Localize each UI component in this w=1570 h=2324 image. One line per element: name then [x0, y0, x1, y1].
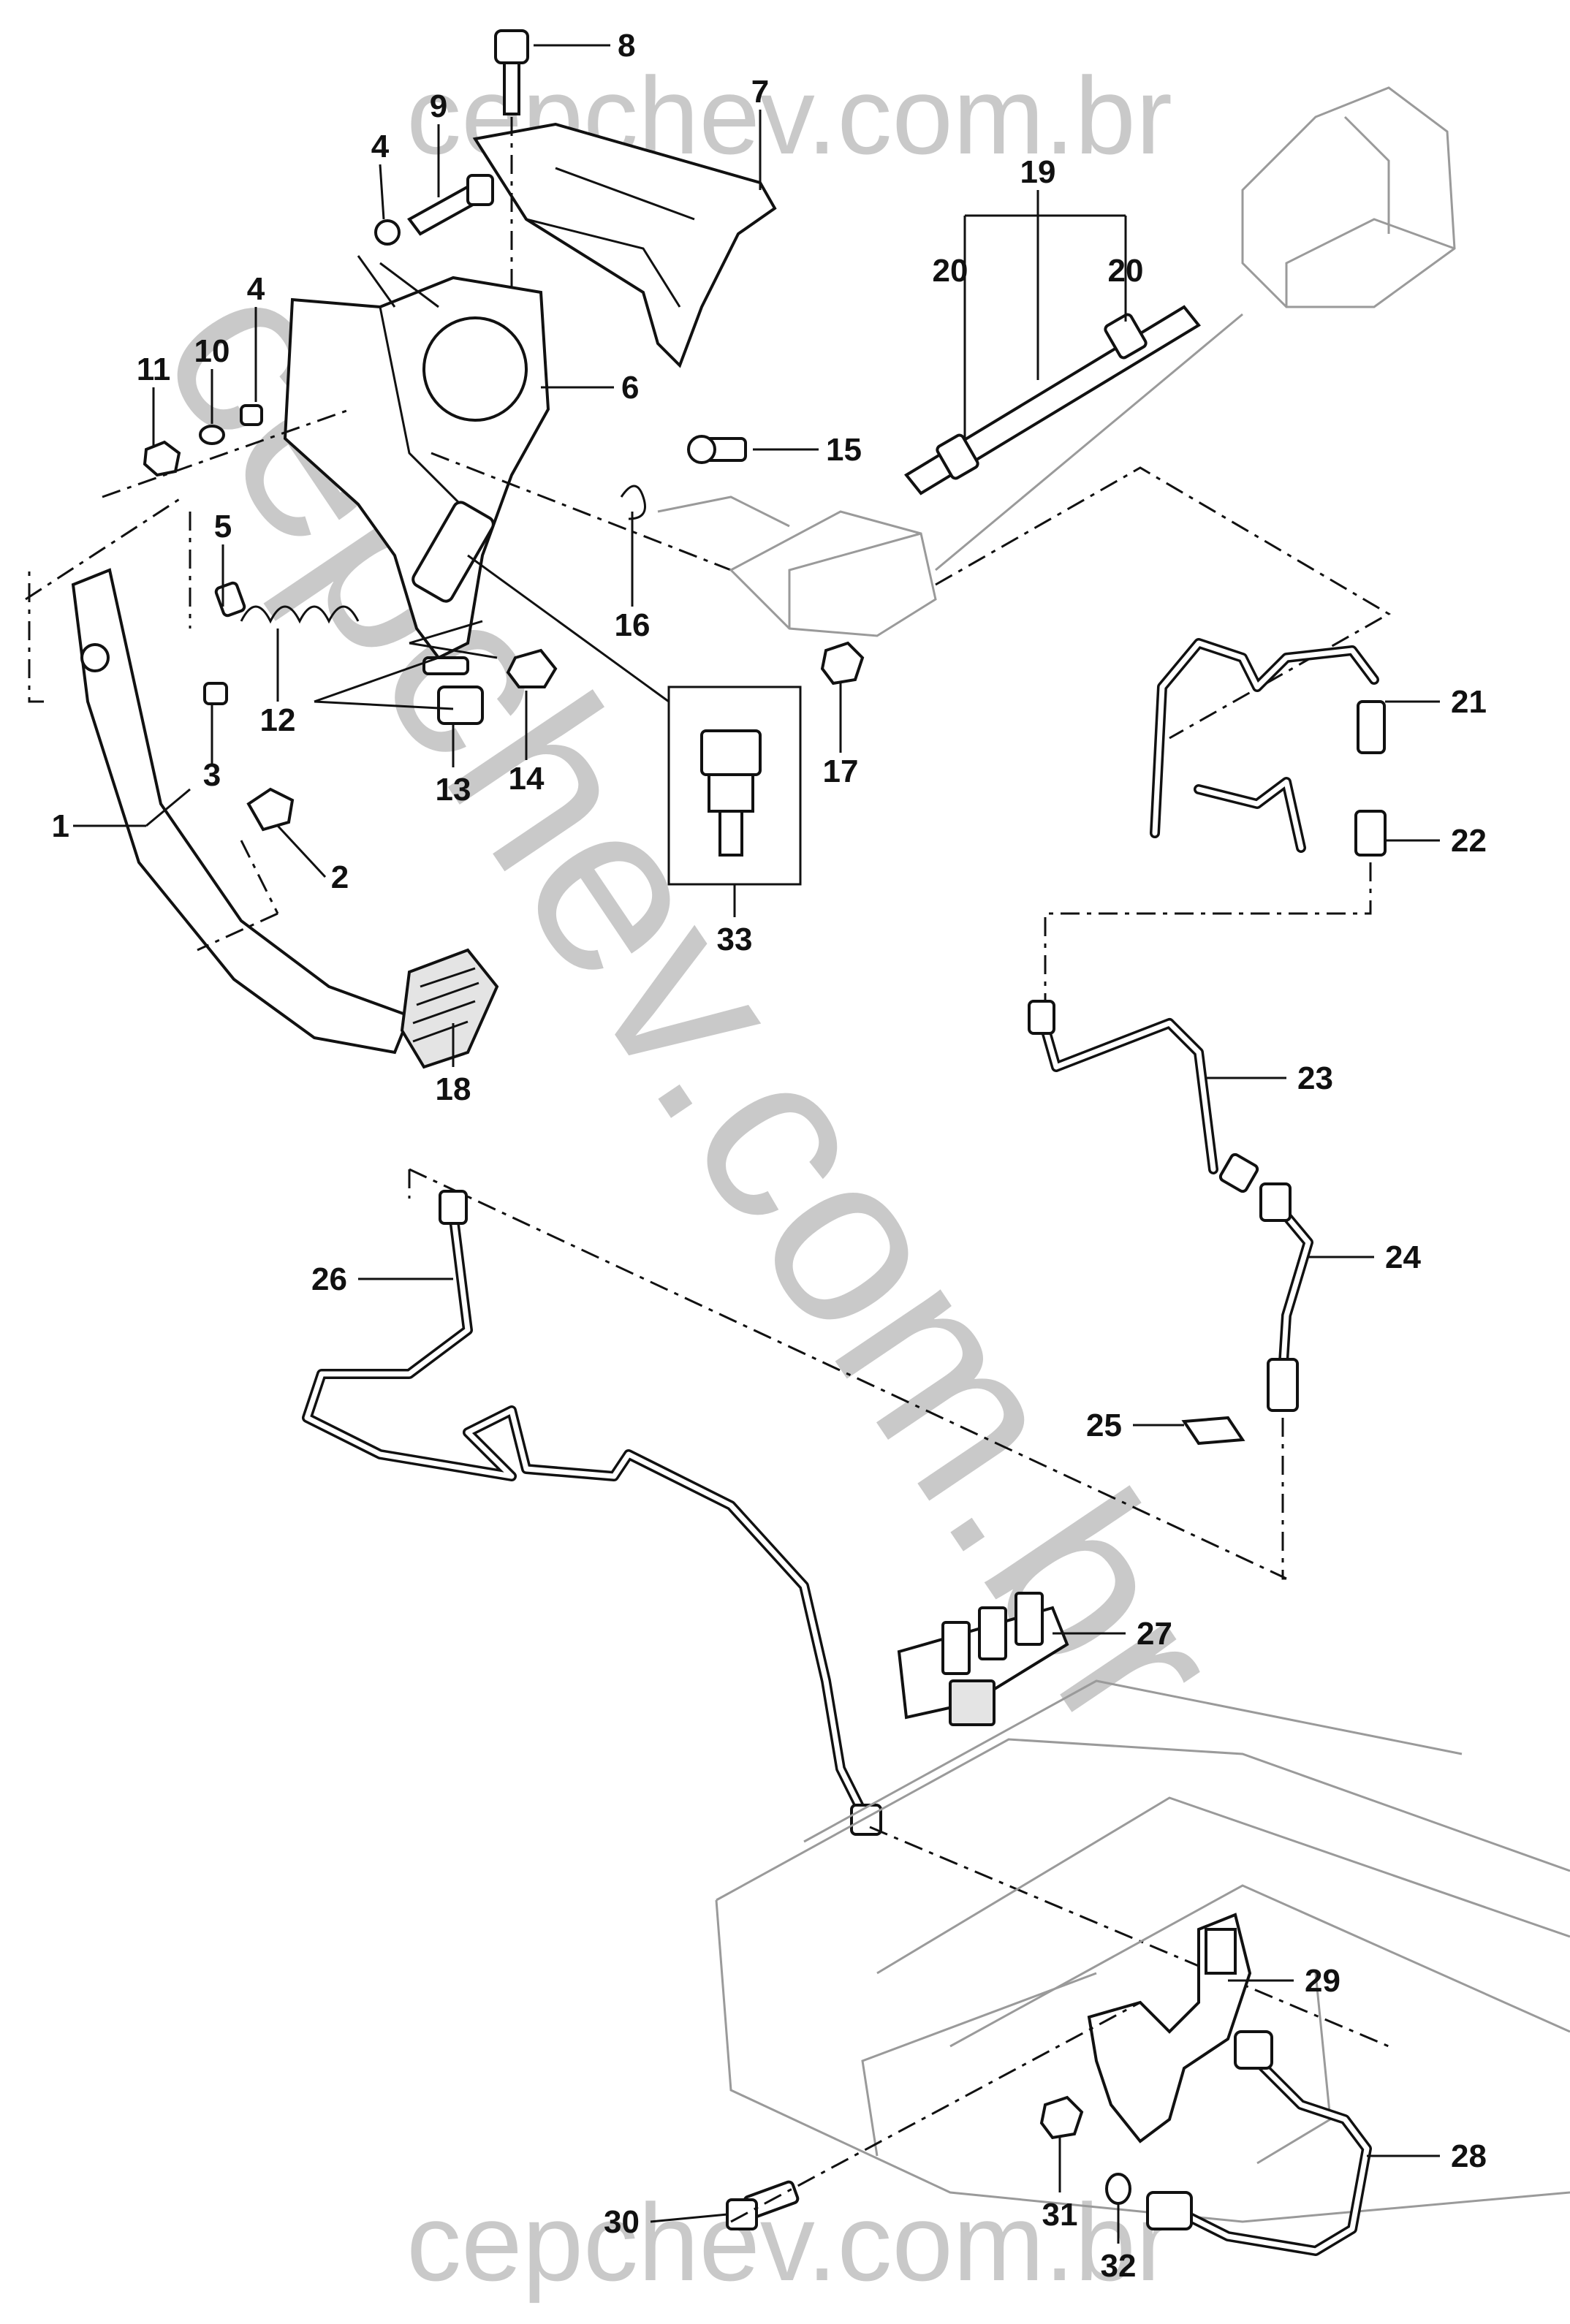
- callout-20-left: 20: [933, 253, 968, 289]
- nut-14: [506, 648, 558, 688]
- callout-1: 1: [52, 808, 69, 844]
- callout-32: 32: [1101, 2248, 1137, 2284]
- clip-2: [246, 787, 295, 832]
- nut-4-top: [374, 219, 401, 246]
- callout-11: 11: [137, 352, 171, 387]
- callout-4-top: 4: [371, 129, 390, 164]
- hose-24: [1267, 1193, 1313, 1379]
- pedal-assembly: [25, 29, 777, 1069]
- callout-10: 10: [194, 333, 230, 369]
- callout-26: 26: [311, 1261, 347, 1297]
- callout-8: 8: [618, 28, 635, 64]
- callout-5: 5: [214, 509, 232, 544]
- callout-4-left: 4: [247, 271, 265, 307]
- callout-leaders: [73, 44, 1440, 2244]
- hose-clamp-left: [936, 433, 979, 480]
- callout-6: 6: [621, 370, 639, 406]
- pedal-pad: [400, 948, 499, 1069]
- bolt-13: [437, 686, 484, 725]
- callout-23: 23: [1297, 1060, 1333, 1096]
- callout-17: 17: [823, 753, 859, 789]
- bushing-3: [203, 682, 228, 705]
- washer-10: [199, 425, 225, 445]
- fitting-21: [1357, 700, 1386, 754]
- hose-clamp-right: [1104, 313, 1148, 360]
- callout-30: 30: [604, 2204, 640, 2240]
- clip-16: [620, 485, 646, 520]
- fitting-22: [1354, 810, 1387, 857]
- clutch-switch: [700, 729, 762, 776]
- hydraulic-line-long: [302, 1168, 1389, 2048]
- callout-22: 22: [1451, 823, 1487, 859]
- return-spring: [240, 605, 360, 624]
- callout-2: 2: [331, 859, 349, 895]
- callout-7: 7: [751, 74, 769, 110]
- callout-29: 29: [1305, 1963, 1340, 1999]
- callout-3: 3: [203, 757, 221, 793]
- callout-14: 14: [509, 761, 545, 797]
- callout-28: 28: [1451, 2138, 1487, 2174]
- callout-19: 19: [1020, 154, 1056, 190]
- bolt-8-head: [494, 29, 529, 64]
- nut-31: [1039, 2095, 1084, 2140]
- washer-32: [1105, 2173, 1131, 2205]
- hydraulic-line-upper: [1028, 638, 1387, 1580]
- callout-12: 12: [260, 702, 296, 738]
- callout-27: 27: [1137, 1616, 1172, 1652]
- clutch-pedal-arm: [71, 568, 412, 1055]
- nut-17: [820, 641, 865, 686]
- master-cylinder-assembly: [620, 86, 1456, 740]
- callout-20-right: 20: [1108, 253, 1144, 289]
- callout-9: 9: [430, 88, 447, 124]
- callout-15: 15: [826, 432, 862, 468]
- callout-16: 16: [615, 607, 651, 643]
- clutch-switch-box: [467, 554, 802, 886]
- nut-4-left: [240, 404, 263, 426]
- callout-25: 25: [1086, 1408, 1122, 1443]
- clip-25: [1181, 1416, 1245, 1446]
- callout-18: 18: [436, 1071, 471, 1107]
- callout-24: 24: [1385, 1239, 1421, 1275]
- callout-33: 33: [717, 922, 753, 957]
- callout-13: 13: [436, 772, 471, 808]
- slave-cylinder-assembly: [726, 1913, 1372, 2256]
- callout-21: 21: [1451, 684, 1487, 720]
- callout-labels: 1 2 3 4 4 5 6 7 8 9 10 11 12 13 14 15 16…: [52, 28, 1487, 2284]
- pedal-box-hole: [422, 316, 528, 422]
- callout-31: 31: [1042, 2197, 1078, 2233]
- line-bracket-27: [897, 1592, 1069, 1726]
